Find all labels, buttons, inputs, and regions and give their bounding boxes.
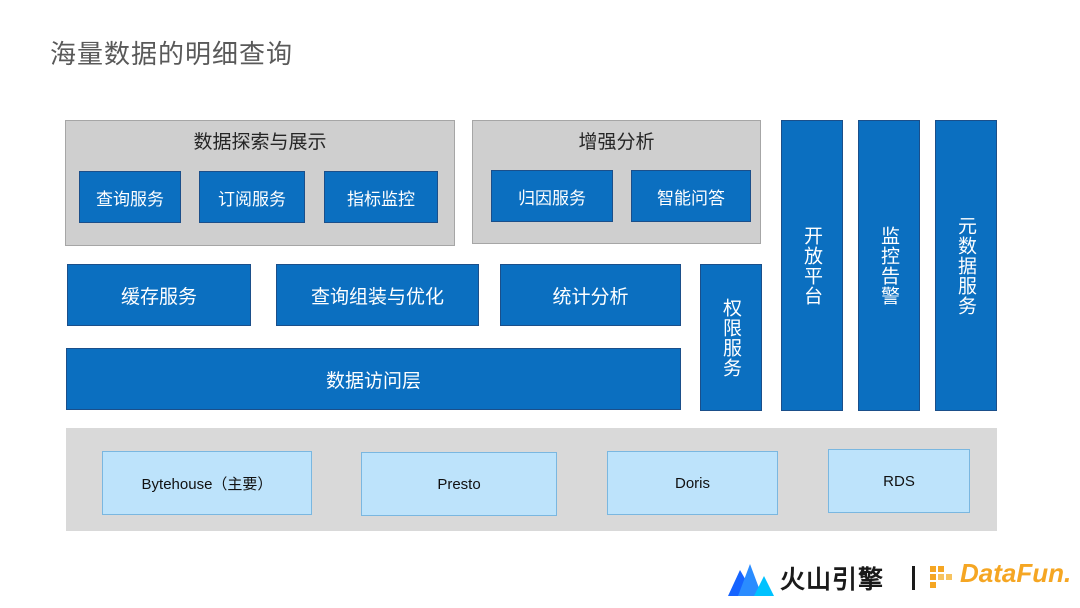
volcengine-brand: 火山引擎 <box>780 565 885 594</box>
permission-service-label: 权限服务 <box>720 297 742 378</box>
storage-rds: RDS <box>828 449 970 513</box>
analysis-panel: 增强分析 归因服务 智能问答 <box>472 120 761 244</box>
statistics-analysis-box: 统计分析 <box>500 264 681 326</box>
brand-divider <box>912 566 915 590</box>
metric-monitor-box: 指标监控 <box>324 171 438 223</box>
explore-panel: 数据探索与展示 查询服务 订阅服务 指标监控 <box>65 120 455 246</box>
data-access-layer-box: 数据访问层 <box>66 348 681 410</box>
attribution-service-box: 归因服务 <box>491 170 613 222</box>
monitoring-alert-box: 监控告警 <box>858 120 920 411</box>
cache-service-box: 缓存服务 <box>67 264 251 326</box>
query-service-box: 查询服务 <box>79 171 181 223</box>
open-platform-box: 开放平台 <box>781 120 843 411</box>
query-optimization-box: 查询组装与优化 <box>276 264 479 326</box>
subscription-service-box: 订阅服务 <box>199 171 305 223</box>
permission-service-box: 权限服务 <box>700 264 762 411</box>
smart-qa-box: 智能问答 <box>631 170 751 222</box>
volcengine-logo-icon <box>728 564 774 596</box>
page-title: 海量数据的明细查询 <box>50 40 294 70</box>
storage-doris: Doris <box>607 451 778 515</box>
metadata-service-box: 元数据服务 <box>935 120 997 411</box>
explore-panel-title: 数据探索与展示 <box>193 131 327 153</box>
datafun-brand: DataFun. <box>960 558 1072 588</box>
datafun-mark-icon <box>930 566 952 588</box>
metadata-service-label: 元数据服务 <box>955 215 977 316</box>
monitoring-alert-label: 监控告警 <box>878 225 900 306</box>
storage-presto: Presto <box>361 452 557 516</box>
open-platform-label: 开放平台 <box>801 225 823 306</box>
storage-bytehouse: Bytehouse（主要） <box>102 451 312 515</box>
analysis-panel-title: 增强分析 <box>578 131 655 153</box>
